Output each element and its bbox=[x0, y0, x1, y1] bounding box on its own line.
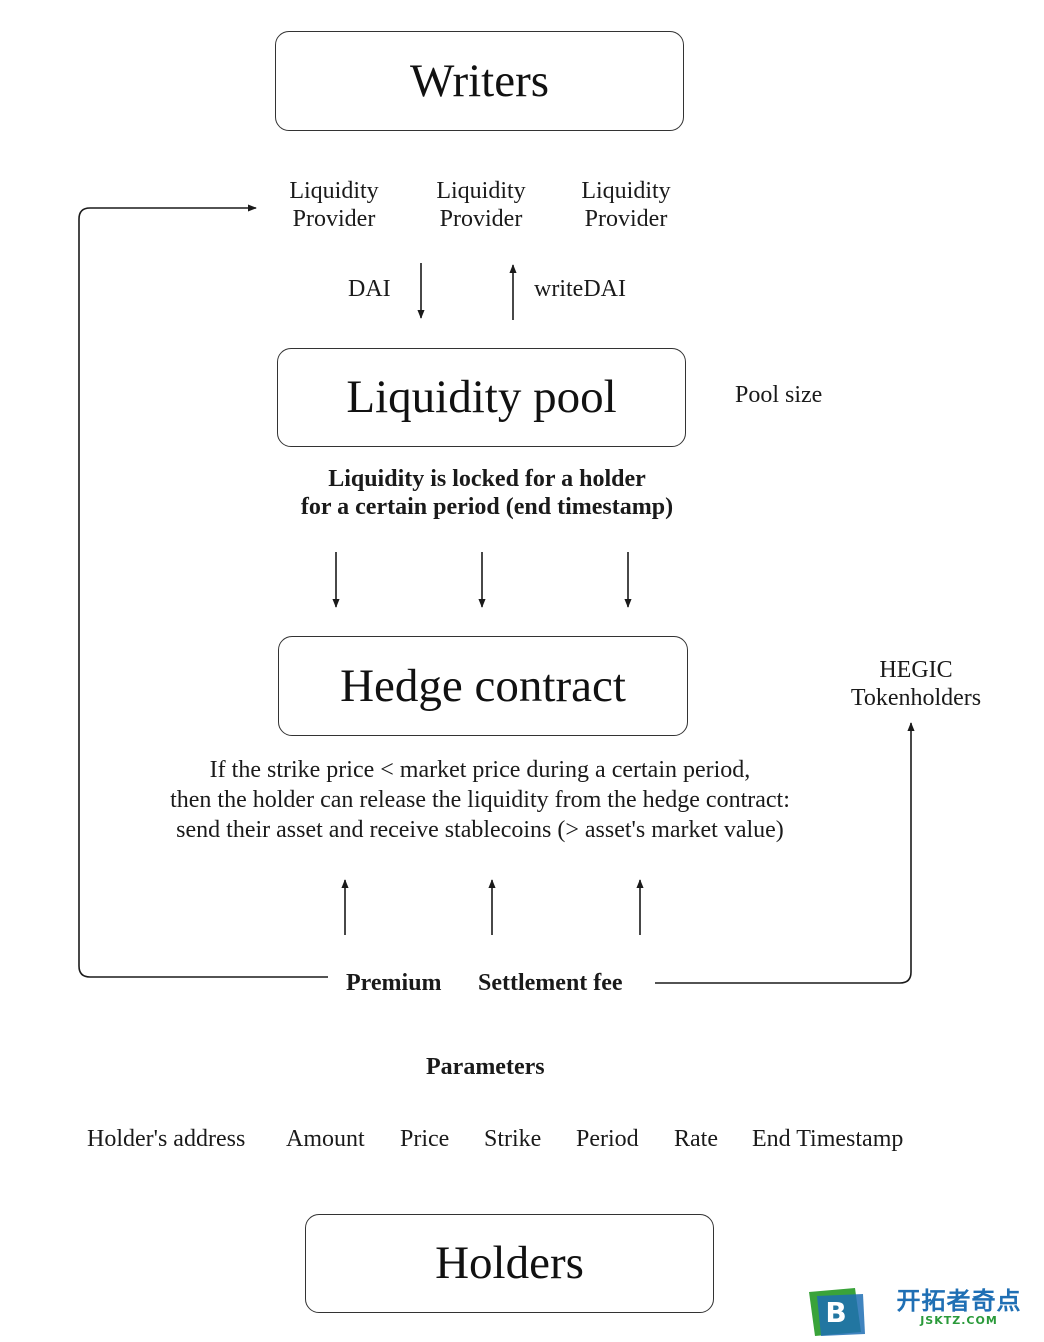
provider-3-line2: Provider bbox=[584, 205, 668, 232]
settlement-fee-label: Settlement fee bbox=[478, 970, 623, 996]
provider-3-line1: Liquidity bbox=[581, 178, 671, 204]
premium-label: Premium bbox=[346, 970, 442, 996]
param-holders-address: Holder's address bbox=[87, 1126, 246, 1152]
hegic-line2: Tokenholders bbox=[850, 684, 982, 711]
hegic-tokenholders: HEGIC Tokenholders bbox=[836, 657, 996, 712]
param-end-timestamp: End Timestamp bbox=[752, 1126, 904, 1152]
badge-letter: B bbox=[825, 1296, 846, 1329]
watermark-url: JSKTZ.COM bbox=[920, 1314, 998, 1328]
liquidity-provider-3: Liquidity Provider bbox=[568, 178, 684, 233]
lock-note-line1: Liquidity is locked for a holder bbox=[328, 466, 646, 492]
premium-to-providers-loop bbox=[78, 204, 328, 978]
writedai-label: writeDAI bbox=[534, 276, 626, 302]
liquidity-lock-note: Liquidity is locked for a holder for a c… bbox=[232, 466, 742, 521]
release-note-line3: send their asset and receive stablecoins… bbox=[176, 816, 784, 843]
provider-1-line1: Liquidity bbox=[289, 178, 379, 204]
release-note: If the strike price < market price durin… bbox=[122, 756, 838, 845]
liquidity-pool-box: Liquidity pool bbox=[277, 348, 686, 447]
watermark-name: 开拓者奇点 bbox=[896, 1287, 1022, 1315]
parameters-title: Parameters bbox=[426, 1054, 545, 1080]
hedge-contract-box: Hedge contract bbox=[278, 636, 688, 736]
param-strike: Strike bbox=[484, 1126, 542, 1152]
param-rate: Rate bbox=[674, 1126, 718, 1152]
provider-1-line2: Provider bbox=[292, 205, 376, 232]
liquidity-pool-title: Liquidity pool bbox=[346, 371, 617, 423]
release-note-line1: If the strike price < market price durin… bbox=[209, 757, 751, 783]
provider-2-line2: Provider bbox=[439, 205, 523, 232]
watermark-logo: 开拓者奇点 JSKTZ.COM bbox=[880, 1288, 1038, 1328]
liquidity-provider-2: Liquidity Provider bbox=[423, 178, 539, 233]
writers-box: Writers bbox=[275, 31, 684, 131]
holders-box: Holders bbox=[305, 1214, 714, 1313]
writers-title: Writers bbox=[409, 54, 550, 107]
param-amount: Amount bbox=[286, 1126, 365, 1152]
holders-title: Holders bbox=[435, 1237, 584, 1289]
hedge-contract-title: Hedge contract bbox=[340, 659, 626, 712]
provider-2-line1: Liquidity bbox=[436, 178, 526, 204]
hegic-line1: HEGIC bbox=[879, 657, 953, 683]
dai-label: DAI bbox=[348, 276, 391, 302]
param-period: Period bbox=[576, 1126, 639, 1152]
param-price: Price bbox=[400, 1126, 450, 1152]
pool-size-label: Pool size bbox=[735, 382, 823, 408]
watermark-badge-icon: B bbox=[809, 1288, 865, 1336]
liquidity-provider-1: Liquidity Provider bbox=[276, 178, 392, 233]
lock-note-line2: for a certain period (end timestamp) bbox=[300, 493, 674, 520]
release-note-line2: then the holder can release the liquidit… bbox=[170, 786, 790, 813]
